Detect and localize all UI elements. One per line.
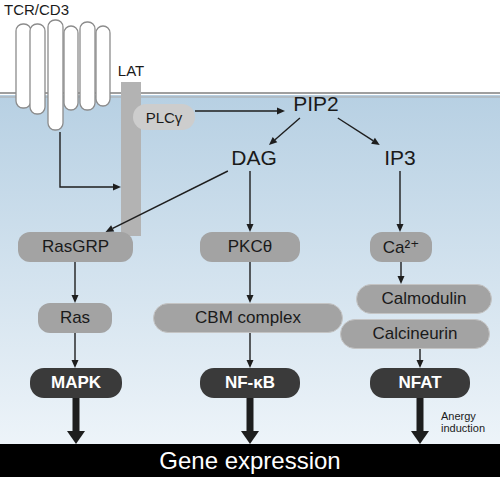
cytoplasm (0, 95, 500, 477)
signal-arrow (275, 118, 300, 140)
signal-arrow (249, 171, 250, 224)
node-text: Calmodulin (381, 289, 466, 309)
transcription-factor: NF-κB (200, 368, 300, 398)
signal-box: RasGRP (18, 232, 133, 262)
receptor-chain (30, 24, 45, 114)
node-text: IP3 (384, 146, 416, 170)
node-text: DAG (231, 146, 277, 170)
receptor-chain (16, 24, 31, 108)
signal-arrow (338, 118, 373, 141)
adaptor-bar: LAT (121, 62, 141, 236)
signal-arrow (74, 262, 75, 295)
signal-arrow (400, 262, 401, 276)
output-band: Gene expression (0, 444, 500, 477)
signal-arrow (60, 132, 113, 187)
signal-arrow (419, 349, 420, 360)
signal-arrow (249, 333, 250, 360)
signal-arrow (399, 171, 400, 224)
receptor-shape (8, 0, 120, 132)
signal-arrow (195, 110, 277, 111)
receptor-chain (48, 20, 63, 130)
node-text: Ras (60, 308, 90, 328)
node-text: NFAT (398, 373, 441, 393)
node-text: RasGRP (42, 237, 109, 257)
signal-box: Ras (38, 303, 112, 333)
receptor-chain (64, 26, 78, 110)
signal-oval: Calmodulin (356, 284, 492, 314)
node-text: PKCθ (228, 237, 272, 257)
node-text: PIP2 (293, 92, 339, 116)
node-text: CBM complex (195, 308, 301, 328)
node-text: TCR/CD3 (4, 1, 69, 18)
transcription-factor: MAPK (30, 368, 122, 398)
receptor-chain (96, 26, 110, 106)
node-text: PLCγ (146, 109, 183, 126)
signal-arrow (74, 333, 75, 360)
node-text: Ca²⁺ (383, 237, 419, 258)
signal-arrow (113, 171, 228, 228)
receptor-chain (80, 22, 95, 110)
output-arrow (417, 398, 424, 431)
molecule-label: IP3 (378, 145, 422, 171)
node-text: LAT (107, 62, 155, 79)
receptor: TCR/CD3 (8, 0, 120, 132)
node-text: NF-κB (225, 373, 275, 393)
molecule-label: PIP2 (285, 90, 347, 118)
node-text: Calcineurin (372, 324, 457, 344)
signal-box: PKCθ (200, 232, 300, 262)
transcription-factor: NFAT (370, 368, 470, 398)
note-text: Anergy induction (441, 410, 495, 434)
enzyme-oval: PLCγ (133, 104, 195, 130)
signal-box: Ca²⁺ (370, 232, 432, 262)
node-text: MAPK (51, 373, 101, 393)
output-arrow (73, 398, 80, 431)
molecule-label: DAG (226, 145, 282, 171)
node-text: Gene expression (159, 447, 340, 475)
complex-oval: CBM complex (153, 303, 343, 333)
signal-arrow (249, 262, 250, 295)
output-arrow (247, 398, 254, 431)
signal-oval: Calcineurin (340, 319, 490, 349)
